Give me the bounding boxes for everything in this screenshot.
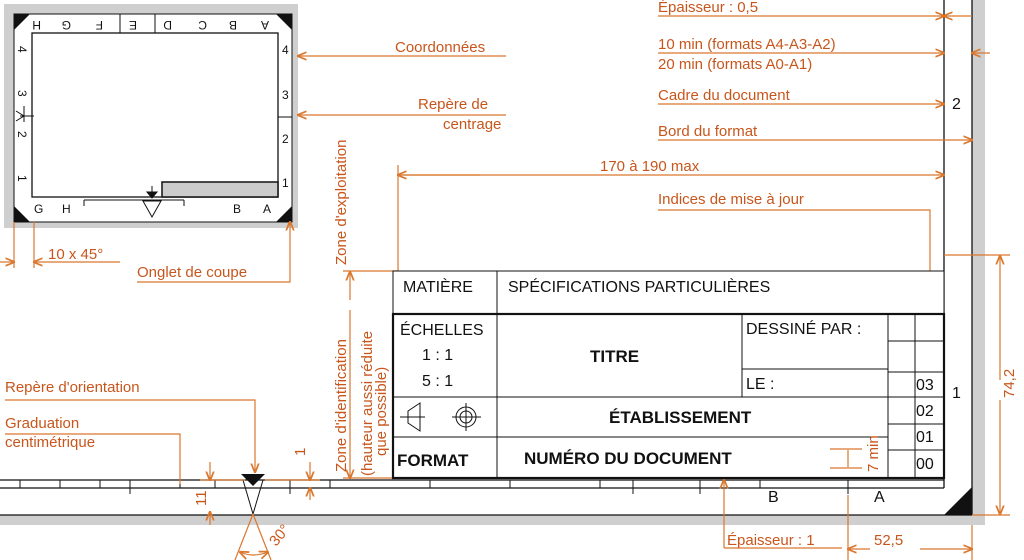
coord-letter: F bbox=[96, 18, 103, 32]
label-largeur: 170 à 190 max bbox=[600, 158, 700, 175]
format-edge-band bbox=[0, 515, 985, 525]
label-onglet-coupe: Onglet de coupe bbox=[137, 264, 247, 281]
field-format: FORMAT bbox=[397, 451, 469, 470]
projection-symbol-icon bbox=[400, 402, 481, 432]
field-etablissement: ÉTABLISSEMENT bbox=[609, 408, 752, 427]
coord-number: 3 bbox=[15, 90, 29, 97]
coord-number: 3 bbox=[282, 88, 289, 102]
dim-1: 1 bbox=[292, 448, 309, 456]
dim-angle: 30° bbox=[266, 521, 294, 549]
label-graduation-2: centimétrique bbox=[5, 434, 95, 451]
coord-letter: B bbox=[233, 202, 241, 216]
label-coordonnees: Coordonnées bbox=[395, 39, 485, 56]
label-epaisseur-1: Épaisseur : 1 bbox=[727, 532, 815, 549]
label-zone-exploitation: Zone d'exploitation bbox=[333, 140, 350, 265]
title-block: MATIÈRE SPÉCIFICATIONS PARTICULIÈRES ÉCH… bbox=[391, 270, 946, 480]
centimetric-graduation bbox=[19, 480, 849, 494]
label-hauteur-2: que possible) bbox=[373, 367, 390, 456]
coord-letter: C bbox=[198, 18, 207, 32]
label-indices: Indices de mise à jour bbox=[658, 191, 804, 208]
label-graduation: Graduation bbox=[5, 415, 79, 432]
dim-52-5: 52,5 bbox=[874, 532, 903, 549]
revision-index: 00 bbox=[916, 456, 934, 473]
label-cadre: Cadre du document bbox=[658, 87, 791, 104]
label-repere-centrage-2: centrage bbox=[443, 116, 501, 133]
label-repere-orientation: Repère d'orientation bbox=[5, 379, 140, 396]
orientation-mark-icon bbox=[142, 200, 162, 219]
label-hauteur: (hauteur aussi réduite bbox=[359, 331, 376, 476]
coord-letter: H bbox=[62, 202, 71, 216]
field-specifications: SPÉCIFICATIONS PARTICULIÈRES bbox=[508, 277, 770, 296]
field-titre: TITRE bbox=[590, 347, 639, 366]
coord-number: 2 bbox=[15, 131, 29, 138]
field-date: LE : bbox=[746, 376, 774, 393]
scale-value: 5 : 1 bbox=[422, 373, 453, 390]
zone-number: 1 bbox=[952, 385, 961, 402]
dim-7-min: 7 min bbox=[865, 435, 882, 472]
coord-number: 4 bbox=[15, 46, 29, 53]
coord-letter: D bbox=[163, 18, 172, 32]
zone-letter: A bbox=[874, 489, 885, 506]
label-marge-a0: 20 min (formats A0-A1) bbox=[658, 56, 812, 73]
label-repere-centrage: Repère de bbox=[418, 96, 488, 113]
coord-letter: A bbox=[263, 202, 271, 216]
label-epaisseur-0-5: Épaisseur : 0,5 bbox=[658, 0, 758, 16]
field-matiere: MATIÈRE bbox=[403, 277, 473, 296]
thumbnail-title-block bbox=[161, 181, 279, 198]
label-marge-a4: 10 min (formats A4-A3-A2) bbox=[658, 36, 836, 53]
orientation-mark-icon bbox=[241, 474, 265, 486]
coord-letter: E bbox=[129, 18, 137, 32]
scale-value: 1 : 1 bbox=[422, 347, 453, 364]
label-chanfrein: 10 x 45° bbox=[48, 246, 103, 263]
revision-index: 03 bbox=[916, 377, 934, 394]
coord-number: 2 bbox=[282, 132, 289, 146]
revision-index: 01 bbox=[916, 429, 934, 446]
coord-letter: B bbox=[229, 18, 237, 32]
centering-mark-icon bbox=[15, 106, 34, 122]
dim-74-2: 74,2 bbox=[1001, 369, 1018, 398]
zone-number: 2 bbox=[952, 96, 961, 113]
format-thumbnail: H G F E D C B A 4 3 2 1 4 3 2 1 G H B A bbox=[4, 4, 298, 228]
coord-number: 1 bbox=[282, 176, 289, 190]
coord-number: 1 bbox=[15, 175, 29, 182]
zone-letter: B bbox=[768, 489, 779, 506]
coord-letter: G bbox=[34, 202, 43, 216]
label-zone-identification: Zone d'identification bbox=[333, 339, 350, 472]
field-numero-document: NUMÉRO DU DOCUMENT bbox=[524, 449, 732, 468]
dim-11: 11 bbox=[193, 490, 210, 506]
field-dessine-par: DESSINÉ PAR : bbox=[746, 319, 861, 338]
coord-letter: A bbox=[261, 18, 269, 32]
coord-letter: H bbox=[32, 18, 41, 32]
label-bord: Bord du format bbox=[658, 123, 758, 140]
coord-letter: G bbox=[62, 18, 71, 32]
coord-number: 4 bbox=[282, 43, 289, 57]
field-echelles: ÉCHELLES bbox=[400, 320, 484, 339]
format-edge-band-right bbox=[972, 0, 985, 525]
cutting-corner-icon bbox=[944, 487, 972, 515]
revision-index: 02 bbox=[916, 403, 934, 420]
